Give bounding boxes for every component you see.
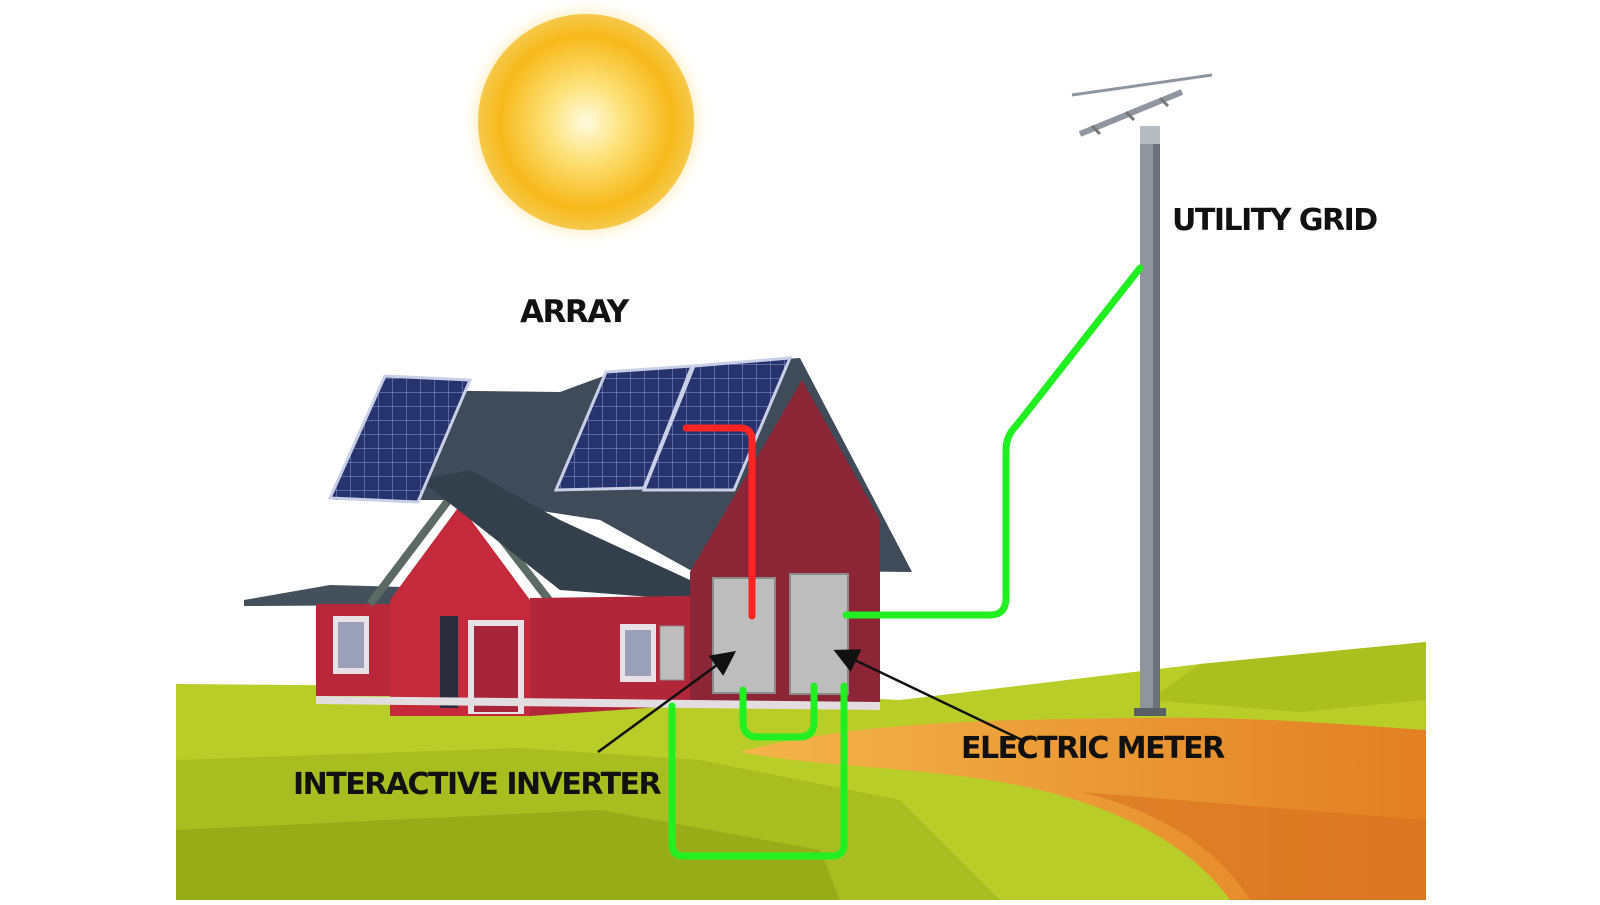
ac-wires: [668, 264, 1144, 860]
interactive-inverter-box: [712, 577, 776, 694]
solar-panel: [327, 374, 473, 504]
inverter-arrow: [597, 651, 737, 754]
junction-box: [659, 625, 685, 681]
solar-array: [327, 356, 793, 504]
utility-pole-icon: [1071, 73, 1213, 716]
interactive-inverter-label: INTERACTIVE INVERTER: [293, 767, 662, 802]
array-label: ARRAY: [520, 294, 629, 330]
equipment-boxes: [659, 573, 849, 695]
solar-panel: [641, 356, 793, 492]
dc-wire: [682, 424, 756, 620]
sun-icon: [460, 0, 712, 248]
utility-grid-label: UTILITY GRID: [1172, 203, 1378, 238]
door: [440, 616, 458, 708]
electric-meter-box: [789, 573, 849, 695]
dirt-path: [740, 717, 1426, 900]
meter-arrow: [833, 649, 1023, 742]
electric-meter-label: ELECTRIC METER: [961, 731, 1225, 766]
